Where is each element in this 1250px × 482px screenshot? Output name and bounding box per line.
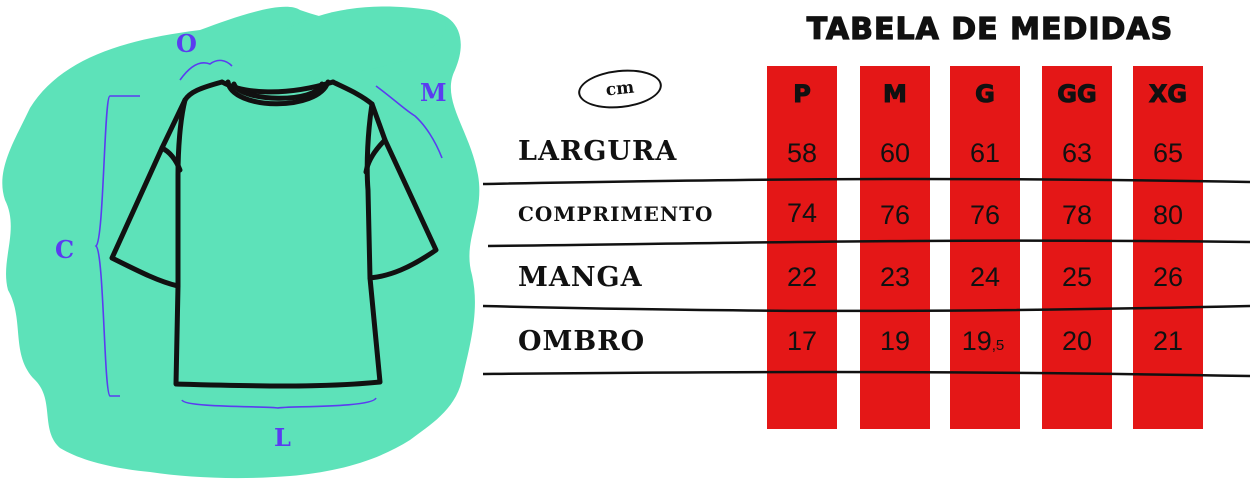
label-ombro: O	[176, 29, 197, 58]
size-header-m: M	[883, 80, 908, 109]
comprimento-bracket	[94, 95, 140, 397]
size-header-gg: GG	[1057, 80, 1097, 109]
value-comprimento-m: 76	[879, 200, 911, 230]
value-comprimento-p: 74	[786, 198, 818, 228]
value-comprimento-g: 76	[969, 200, 1001, 230]
row-divider-3	[482, 304, 1250, 313]
value-comprimento-xg: 80	[1152, 200, 1184, 230]
page-title: TABELA DE MEDIDAS	[806, 11, 1174, 47]
green-brush-background	[2, 6, 480, 479]
value-comprimento-gg: 78	[1061, 200, 1093, 230]
value-largura-g: 61	[969, 138, 1001, 168]
value-ombro-g-decimal: ,5	[991, 337, 1005, 354]
value-manga-m: 23	[879, 262, 911, 292]
ombro-bracket	[179, 59, 233, 81]
row-divider-1	[482, 177, 1250, 186]
value-ombro-g-int: 19	[961, 326, 992, 356]
value-ombro-gg: 20	[1061, 326, 1093, 356]
row-label-ombro: OMBRO	[518, 326, 646, 357]
row-divider-4	[482, 370, 1250, 378]
tshirt-outline	[109, 79, 439, 389]
value-manga-xg: 26	[1152, 262, 1184, 292]
green-brush-stroke-top	[240, 6, 447, 86]
size-column-g	[950, 66, 1020, 429]
value-ombro-xg: 21	[1152, 326, 1184, 356]
size-header-g: G	[975, 80, 996, 109]
label-comprimento: C	[55, 235, 74, 264]
size-column-gg	[1042, 66, 1112, 429]
value-largura-p: 58	[786, 138, 818, 168]
value-largura-m: 60	[879, 138, 911, 168]
size-column-m	[860, 66, 930, 429]
value-ombro-g: 19,5	[938, 326, 1028, 357]
value-ombro-p: 17	[786, 326, 818, 356]
label-largura: L	[274, 423, 291, 452]
size-column-xg	[1133, 66, 1203, 429]
row-label-largura: LARGURA	[518, 136, 678, 167]
measure-brackets	[94, 59, 443, 409]
row-label-manga: MANGA	[518, 262, 643, 293]
tshirt-illustration: O M C L	[2, 6, 480, 479]
size-header-p: P	[793, 80, 812, 109]
largura-bracket	[181, 397, 377, 409]
value-manga-p: 22	[786, 262, 818, 292]
value-largura-xg: 65	[1152, 138, 1184, 168]
value-largura-gg: 63	[1061, 138, 1093, 168]
manga-bracket	[375, 85, 443, 159]
row-divider-2	[487, 239, 1250, 248]
size-header-xg: XG	[1148, 80, 1188, 109]
value-manga-g: 24	[969, 262, 1001, 292]
size-column-p	[767, 66, 837, 429]
value-manga-gg: 25	[1061, 262, 1093, 292]
value-ombro-m: 19	[879, 326, 911, 356]
label-manga: M	[420, 78, 447, 107]
row-label-comprimento: COMPRIMENTO	[518, 202, 714, 226]
